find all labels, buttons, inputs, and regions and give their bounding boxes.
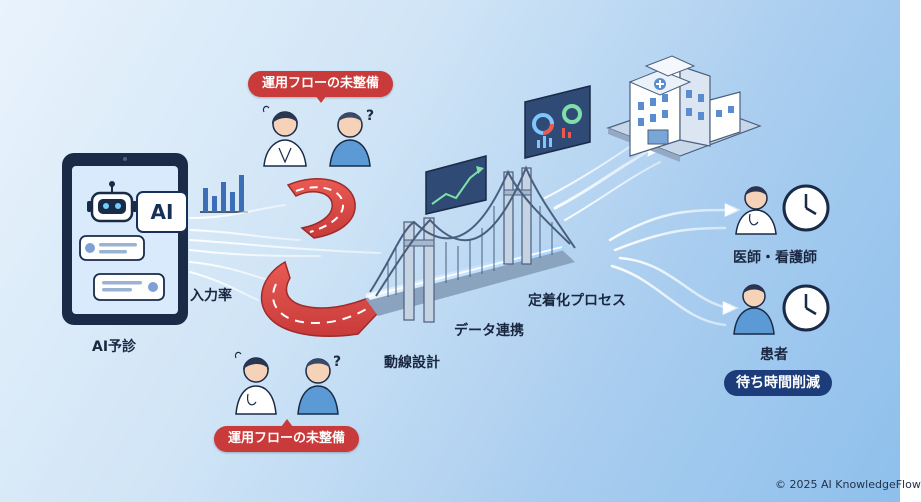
- broken-road-upper: [286, 178, 356, 239]
- svg-text:?: ?: [366, 108, 374, 124]
- chat-bubble-icon: [79, 235, 145, 261]
- dashboard-panel: [524, 85, 591, 159]
- data-flow-lines: [189, 204, 381, 301]
- tablet-caption: AI予診: [92, 339, 137, 355]
- patient-label: 患者: [760, 347, 788, 363]
- hospital-building-icon: [606, 55, 762, 162]
- line-chart-panel: [425, 155, 487, 215]
- flow-to-outcomes: [608, 203, 742, 327]
- input-rate-label: 入力率: [190, 288, 232, 304]
- chat-bubble-icon: [93, 273, 165, 301]
- result-badge: 待ち時間削減: [724, 370, 832, 396]
- bar-chart-icon: [200, 175, 248, 213]
- doctor-worried-avatar: [262, 105, 307, 167]
- issue-callout-bottom: 運用フローの未整備: [214, 419, 360, 452]
- copyright: © 2025 AI KnowledgeFlow: [775, 478, 921, 491]
- issue-callout-top: 運用フローの未整備: [248, 71, 394, 103]
- suspension-bridge: [365, 165, 576, 323]
- ai-badge: AI: [136, 191, 188, 233]
- diagram-artwork: ? ?: [62, 55, 830, 415]
- flow-to-hospital: [544, 139, 662, 221]
- staff-label: 医師・看護師: [733, 250, 817, 266]
- patient-avatar: [733, 284, 775, 335]
- flow-design-label: 動線設計: [384, 355, 440, 371]
- adoption-process-label: 定着化プロセス: [528, 293, 626, 309]
- svg-text:?: ?: [333, 354, 341, 370]
- clock-icon: [782, 284, 830, 332]
- doctor-avatar: [735, 186, 777, 235]
- patient-worried-avatar: ?: [297, 354, 341, 415]
- robot-icon: [87, 181, 137, 223]
- nurse-worried-avatar: [234, 351, 277, 415]
- tablet-device: [62, 153, 188, 325]
- data-link-label: データ連携: [454, 323, 524, 339]
- patient-worried-avatar: ?: [329, 108, 374, 167]
- clock-icon: [782, 184, 830, 232]
